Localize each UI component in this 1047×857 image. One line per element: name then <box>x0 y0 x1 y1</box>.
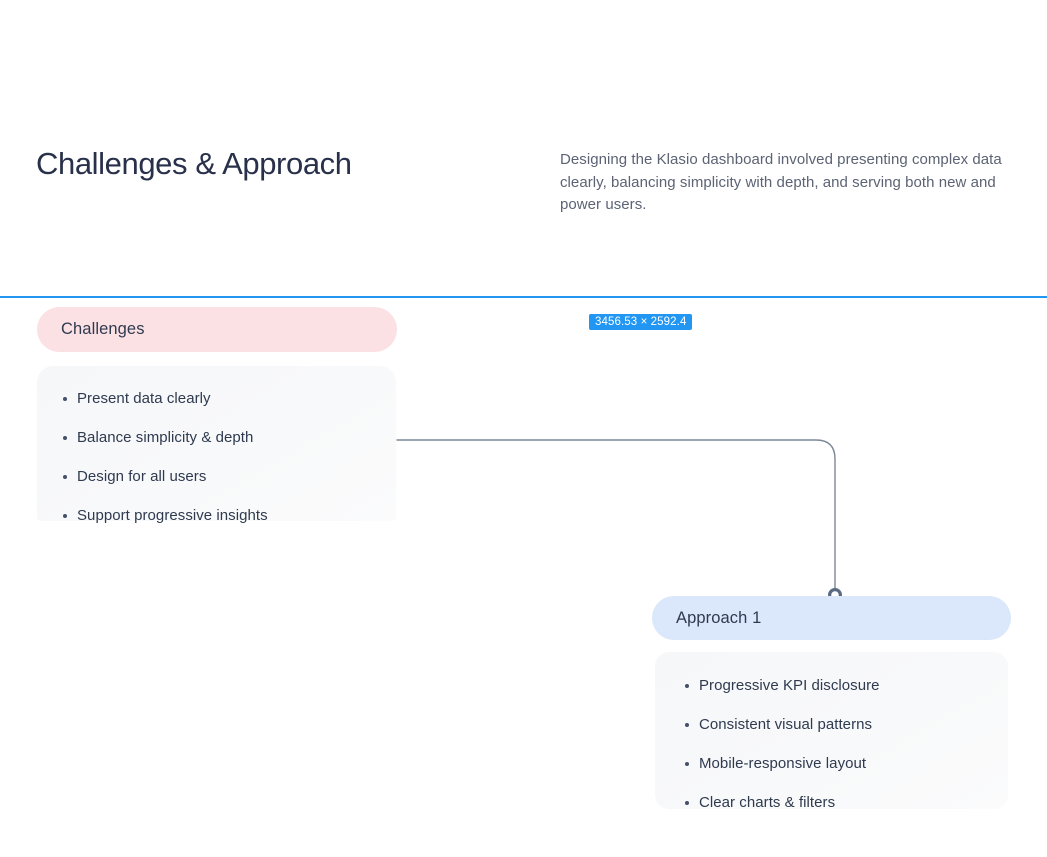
list-item-label: Balance simplicity & depth <box>77 429 254 446</box>
bullet-dot-icon <box>63 436 67 440</box>
list-item: Support progressive insights <box>63 507 268 524</box>
bullet-dot-icon <box>63 514 67 518</box>
list-item-label: Consistent visual patterns <box>699 716 873 733</box>
selection-guide-line <box>0 296 1047 298</box>
challenges-card-title: Challenges <box>61 320 145 338</box>
bullet-dot-icon <box>63 475 67 479</box>
list-item: Present data clearly <box>63 390 268 407</box>
list-item-label: Clear charts & filters <box>699 794 836 811</box>
list-item-label: Present data clearly <box>77 390 211 407</box>
challenges-card-header[interactable]: Challenges <box>37 307 397 352</box>
challenges-list: Present data clearly Balance simplicity … <box>63 390 268 546</box>
list-item: Design for all users <box>63 468 268 485</box>
bullet-dot-icon <box>685 801 689 805</box>
list-item: Mobile-responsive layout <box>685 755 880 772</box>
bullet-dot-icon <box>685 723 689 727</box>
list-item-label: Design for all users <box>77 468 207 485</box>
bullet-dot-icon <box>685 762 689 766</box>
bullet-dot-icon <box>685 684 689 688</box>
list-item: Clear charts & filters <box>685 794 880 811</box>
list-item-label: Support progressive insights <box>77 507 268 524</box>
approach-card-body: Progressive KPI disclosure Consistent vi… <box>655 652 1008 811</box>
intro-paragraph: Designing the Klasio dashboard involved … <box>560 151 1002 213</box>
page-title: Challenges & Approach <box>36 146 352 181</box>
list-item-label: Progressive KPI disclosure <box>699 677 880 694</box>
list-item: Progressive KPI disclosure <box>685 677 880 694</box>
approach-card-header[interactable]: Approach 1 <box>652 596 1011 640</box>
list-item-label: Mobile-responsive layout <box>699 755 867 772</box>
bullet-dot-icon <box>63 397 67 401</box>
challenges-card-body: Present data clearly Balance simplicity … <box>37 366 396 524</box>
list-item: Balance simplicity & depth <box>63 429 268 446</box>
list-item: Consistent visual patterns <box>685 716 880 733</box>
selection-size-badge: 3456.53 × 2592.4 <box>589 314 693 330</box>
approach-card-title: Approach 1 <box>676 608 762 627</box>
approach-list: Progressive KPI disclosure Consistent vi… <box>685 677 880 833</box>
